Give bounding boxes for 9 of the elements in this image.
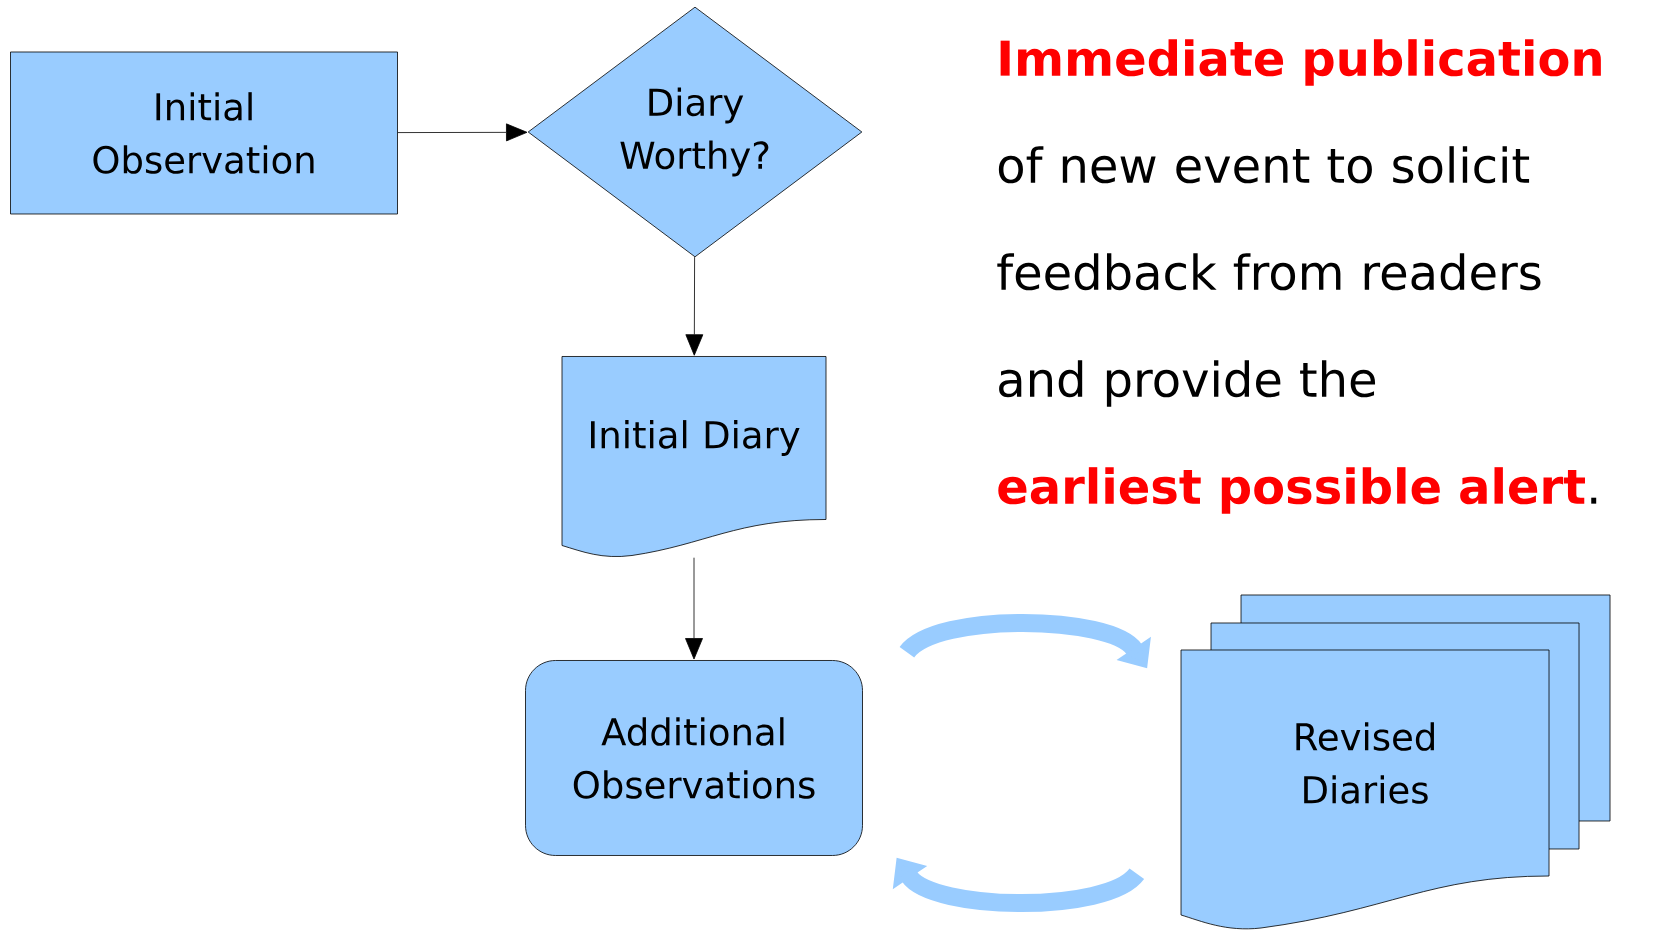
highlight-text: Immediate publication	[1000, 39, 1601, 86]
arrow	[685, 557, 703, 660]
arrow	[685, 256, 704, 356]
arrow	[397, 123, 528, 142]
body-text: .	[1591, 497, 1597, 504]
process-box: Additional Observations	[525, 660, 863, 856]
body-text: of new event to solicit feedback from readers and provide the	[997, 146, 1541, 407]
highlight-text: earliest possible alert	[998, 467, 1585, 514]
process-box: Initial Observation	[10, 51, 398, 215]
